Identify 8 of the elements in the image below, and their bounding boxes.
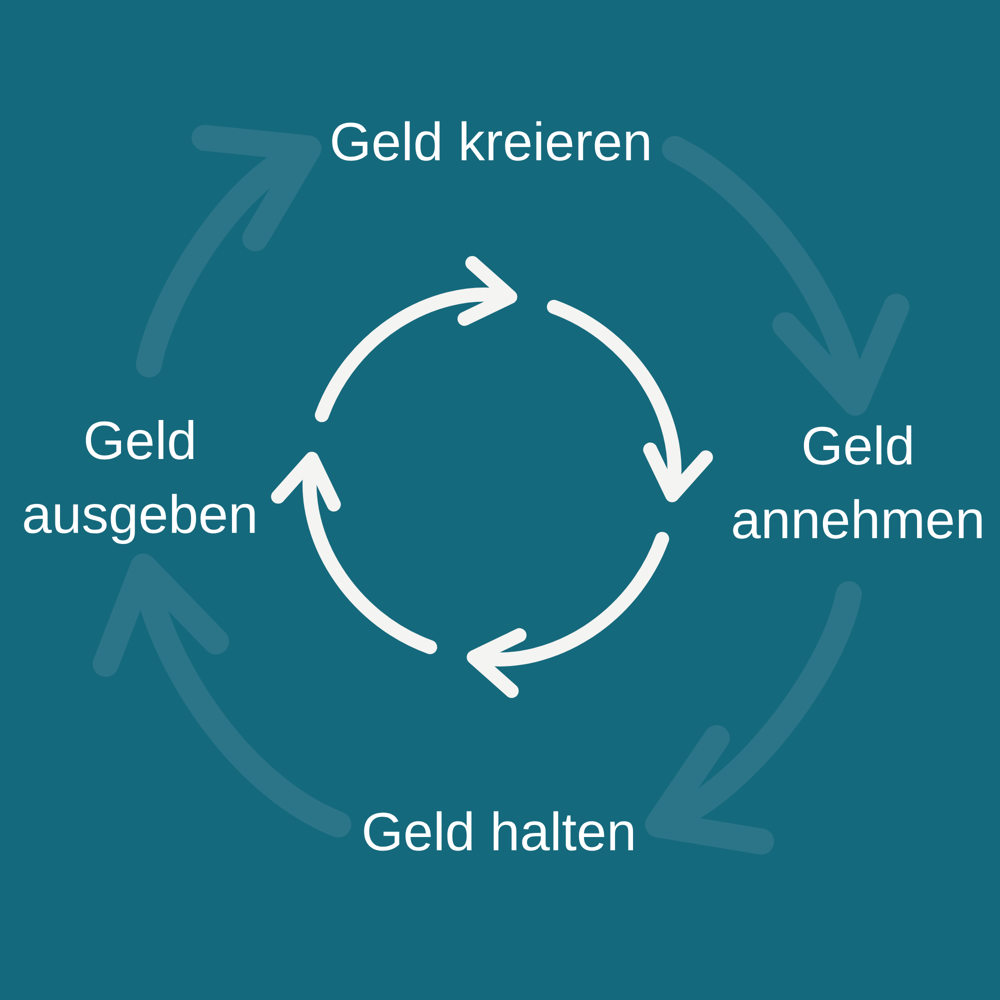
step-label: Geld halten (364, 811, 634, 851)
step-label: Geld annehmen (733, 425, 982, 539)
step-label: Geld ausgeben (24, 420, 255, 544)
curved-arrow (136, 124, 322, 378)
step-label: Geld kreieren (332, 121, 649, 161)
curved-arrow (92, 554, 352, 838)
curved-arrow (645, 581, 862, 855)
curved-arrow (662, 136, 910, 416)
